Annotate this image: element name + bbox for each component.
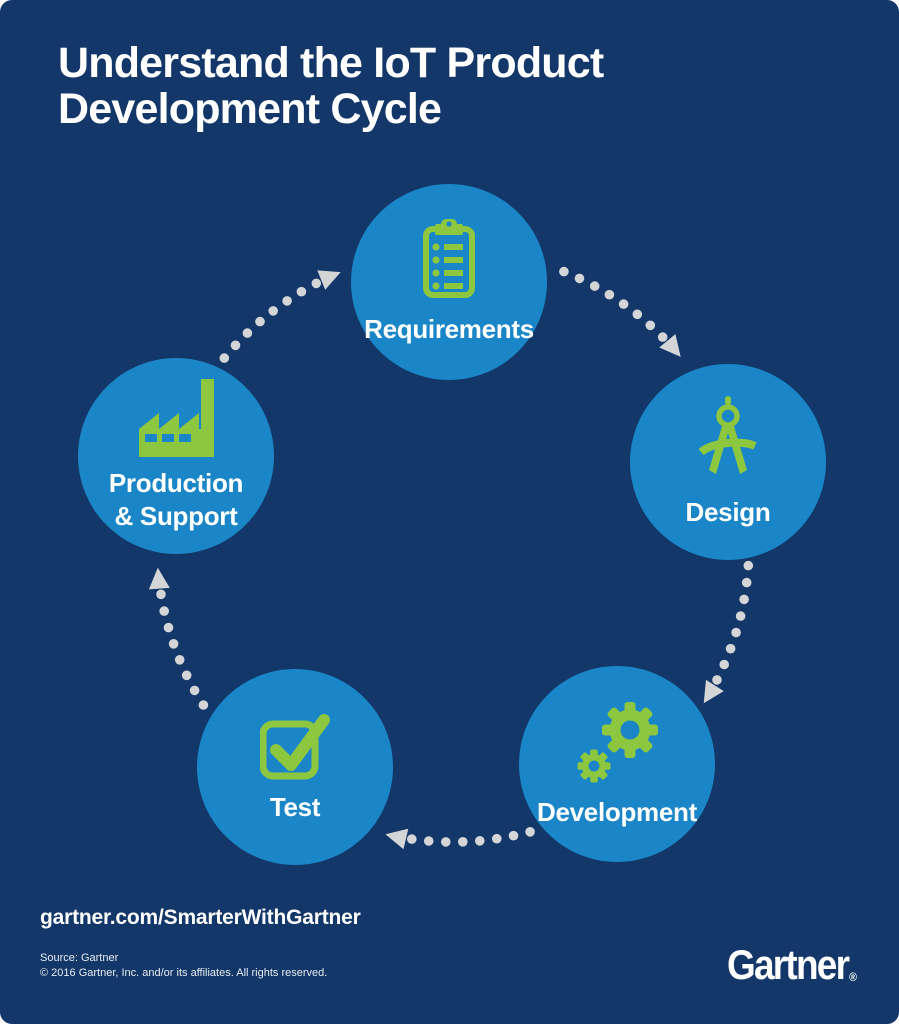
production-label-line-1: Production — [108, 468, 244, 498]
stage-production-support: Production & Support — [78, 358, 274, 554]
factory-icon — [139, 379, 214, 457]
gears-icon — [577, 701, 658, 782]
source-text-block: Source: Gartner © 2016 Gartner, Inc. and… — [40, 951, 327, 981]
stage-label-design: Design — [685, 496, 771, 527]
registered-trademark-icon: ® — [849, 970, 857, 984]
drafting-compass-icon — [699, 395, 757, 474]
production-label-line-2: & Support — [114, 501, 238, 531]
copyright-line: © 2016 Gartner, Inc. and/or its affiliat… — [40, 967, 328, 979]
stage-label-production-support: Production & Support — [108, 467, 244, 533]
stage-test: Test — [197, 669, 393, 865]
source-line: Source: Gartner — [40, 952, 119, 964]
gartner-logo-text: Gartner — [727, 941, 850, 988]
title-line-2: Development Cycle — [58, 85, 442, 133]
footer-url: gartner.com/SmarterWithGartner — [40, 906, 361, 929]
title-line-1: Understand the IoT Product — [58, 39, 604, 87]
stage-requirements: Requirements — [351, 184, 547, 380]
stage-development: Development — [519, 666, 715, 862]
stage-label-requirements: Requirements — [364, 313, 534, 344]
checkbox-check-icon — [260, 713, 330, 779]
clipboard-checklist-icon — [423, 218, 475, 298]
stage-design: Design — [630, 364, 826, 560]
page-title: Understand the IoT Product Development C… — [58, 39, 604, 133]
stage-label-development: Development — [537, 796, 697, 827]
stage-label-test: Test — [269, 791, 321, 822]
gartner-logo: Gartner® — [727, 941, 857, 989]
